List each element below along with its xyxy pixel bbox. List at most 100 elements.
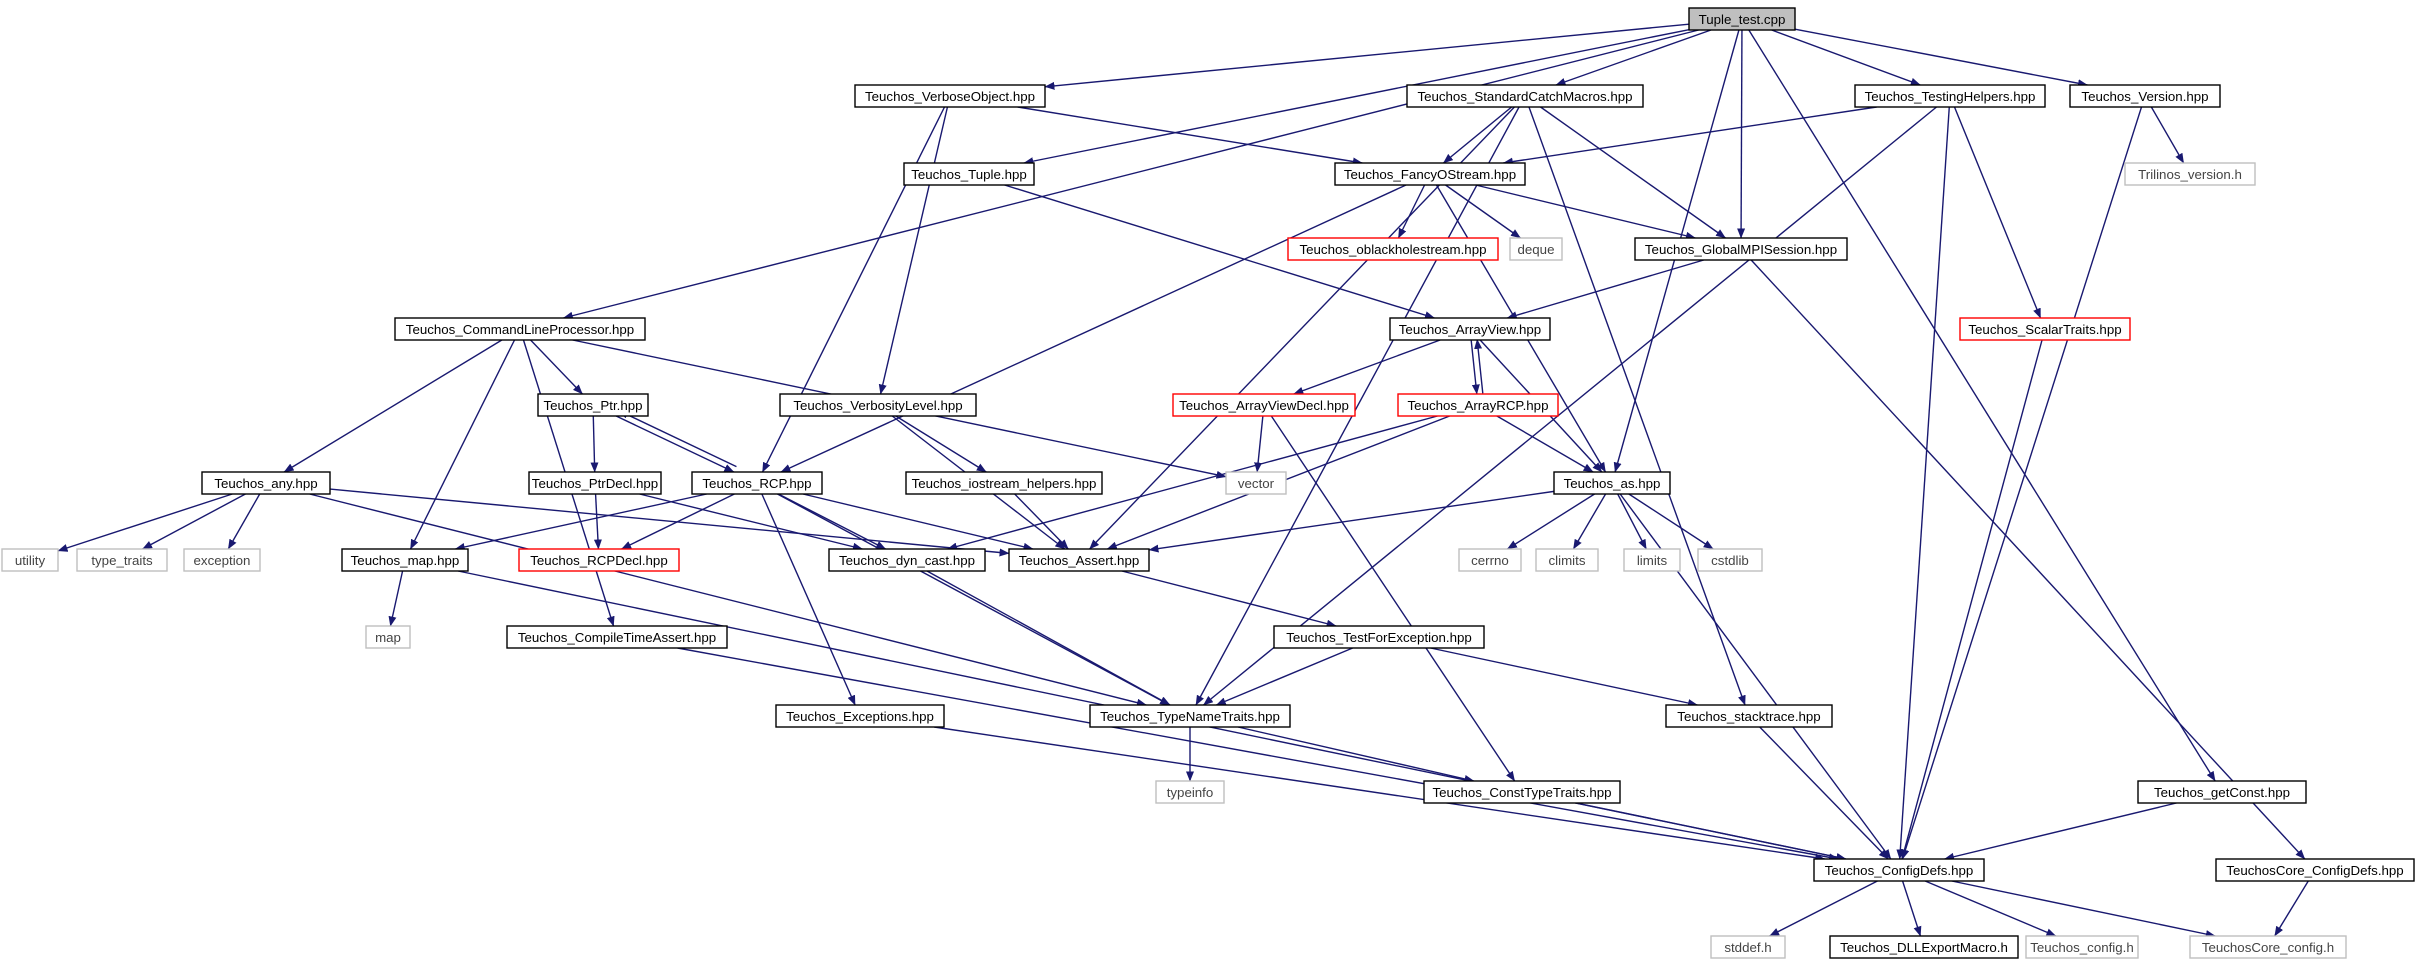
edge-get_const-to-config_defs bbox=[1944, 802, 2177, 861]
node-label: Teuchos_ConfigDefs.hpp bbox=[1825, 863, 1974, 878]
node-cmdline[interactable]: Teuchos_CommandLineProcessor.hpp bbox=[394, 317, 646, 341]
edge-testing_helpers-to-config_defs bbox=[1896, 106, 1950, 860]
node-cstdlib: cstdlib bbox=[1697, 548, 1763, 572]
node-label: Teuchos_GlobalMPISession.hpp bbox=[1645, 242, 1837, 257]
node-iostream-helpers[interactable]: Teuchos_iostream_helpers.hpp bbox=[905, 471, 1103, 495]
edge-as-to-cerrno bbox=[1507, 493, 1595, 550]
node-compile-time-assert[interactable]: Teuchos_CompileTimeAssert.hpp bbox=[506, 625, 728, 649]
node-fancy-ostream[interactable]: Teuchos_FancyOStream.hpp bbox=[1334, 162, 1526, 186]
node-box bbox=[76, 548, 168, 572]
node-rcpdecl[interactable]: Teuchos_RCPDecl.hpp bbox=[518, 548, 680, 572]
edge-test_for_exception-to-stacktrace bbox=[1430, 647, 1698, 707]
node-label: Teuchos_RCP.hpp bbox=[702, 476, 811, 491]
node-ptr[interactable]: Teuchos_Ptr.hpp bbox=[537, 393, 649, 417]
node-label: climits bbox=[1549, 553, 1586, 568]
node-standard-catch[interactable]: Teuchos_StandardCatchMacros.hpp bbox=[1406, 84, 1644, 108]
node-label: cerrno bbox=[1471, 553, 1509, 568]
node-box bbox=[779, 393, 977, 417]
node-box bbox=[1854, 84, 2046, 108]
node-label: Teuchos_CommandLineProcessor.hpp bbox=[406, 322, 634, 337]
node-box bbox=[1397, 393, 1559, 417]
node-arrayrcp[interactable]: Teuchos_ArrayRCP.hpp bbox=[1397, 393, 1559, 417]
edge-standard_catch-to-fancy_ostream bbox=[1442, 106, 1513, 164]
edge-as-to-cstdlib bbox=[1628, 493, 1714, 550]
node-global-mpi[interactable]: Teuchos_GlobalMPISession.hpp bbox=[1634, 237, 1848, 261]
node-box bbox=[828, 548, 986, 572]
node-core-config-defs[interactable]: TeuchosCore_ConfigDefs.hpp bbox=[2215, 858, 2415, 882]
edge-config_defs-to-teuchos_config bbox=[1924, 880, 2057, 937]
edge-arrayrcp-to-arrayview bbox=[1474, 338, 1484, 394]
edge-cmdline-to-any bbox=[283, 339, 503, 473]
node-box bbox=[1623, 548, 1681, 572]
node-any[interactable]: Teuchos_any.hpp bbox=[201, 471, 331, 495]
node-typename-traits[interactable]: Teuchos_TypeNameTraits.hpp bbox=[1089, 704, 1291, 728]
node-vector: vector bbox=[1225, 471, 1287, 495]
node-get-const[interactable]: Teuchos_getConst.hpp bbox=[2137, 780, 2307, 804]
node-assert[interactable]: Teuchos_Assert.hpp bbox=[1008, 548, 1150, 572]
edge-typename_traits-to-const_type_traits bbox=[1237, 726, 1475, 783]
node-dyn-cast[interactable]: Teuchos_dyn_cast.hpp bbox=[828, 548, 986, 572]
edge-any-to-utility bbox=[57, 493, 233, 552]
node-label: Teuchos_RCPDecl.hpp bbox=[530, 553, 667, 568]
edge-rcp-to-typename_traits bbox=[777, 493, 1170, 706]
node-box bbox=[905, 471, 1103, 495]
node-map-hpp[interactable]: Teuchos_map.hpp bbox=[341, 548, 469, 572]
node-as[interactable]: Teuchos_as.hpp bbox=[1553, 471, 1671, 495]
node-box bbox=[1, 548, 59, 572]
node-ptrdecl[interactable]: Teuchos_PtrDecl.hpp bbox=[528, 471, 662, 495]
node-box bbox=[528, 471, 662, 495]
node-scalar-traits[interactable]: Teuchos_ScalarTraits.hpp bbox=[1959, 317, 2131, 341]
node-label: Teuchos_ArrayView.hpp bbox=[1399, 322, 1541, 337]
edge-arrayrcp-to-dyn_cast bbox=[947, 415, 1438, 551]
node-version[interactable]: Teuchos_Version.hpp bbox=[2069, 84, 2221, 108]
node-oblackholestream[interactable]: Teuchos_oblackholestream.hpp bbox=[1287, 237, 1499, 261]
node-label: map bbox=[375, 630, 401, 645]
node-verbosity[interactable]: Teuchos_VerbosityLevel.hpp bbox=[779, 393, 977, 417]
node-label: Teuchos_config.h bbox=[2030, 940, 2134, 955]
node-label: deque bbox=[1518, 242, 1555, 257]
node-box bbox=[1089, 704, 1291, 728]
node-typeinfo: typeinfo bbox=[1155, 780, 1225, 804]
node-box bbox=[1634, 237, 1848, 261]
node-rcp[interactable]: Teuchos_RCP.hpp bbox=[691, 471, 823, 495]
edge-global_mpi-to-arrayview bbox=[1506, 259, 1704, 320]
node-label: Trilinos_version.h bbox=[2138, 167, 2242, 182]
node-tuple[interactable]: Teuchos_Tuple.hpp bbox=[903, 162, 1035, 186]
node-box bbox=[506, 625, 728, 649]
edge-global_mpi-to-core_config_defs bbox=[1750, 259, 2306, 860]
node-box bbox=[775, 704, 945, 728]
edge-any-to-typename_traits bbox=[309, 493, 1147, 707]
node-limits: limits bbox=[1623, 548, 1681, 572]
edge-verbose_object-to-rcp bbox=[761, 106, 946, 473]
node-verbose-object[interactable]: Teuchos_VerboseObject.hpp bbox=[854, 84, 1046, 108]
node-label: type_traits bbox=[91, 553, 153, 568]
node-testing-helpers[interactable]: Teuchos_TestingHelpers.hpp bbox=[1854, 84, 2046, 108]
node-const-type-traits[interactable]: Teuchos_ConstTypeTraits.hpp bbox=[1423, 780, 1621, 804]
node-test-for-exception[interactable]: Teuchos_TestForException.hpp bbox=[1273, 625, 1485, 649]
node-box bbox=[1665, 704, 1833, 728]
node-label: Teuchos_DLLExportMacro.h bbox=[1840, 940, 2008, 955]
edge-verbose_object-to-verbosity bbox=[878, 106, 949, 395]
node-box bbox=[201, 471, 331, 495]
node-box bbox=[1959, 317, 2131, 341]
node-exceptions[interactable]: Teuchos_Exceptions.hpp bbox=[775, 704, 945, 728]
edge-any-to-exception bbox=[227, 493, 261, 550]
node-label: Teuchos_ArrayRCP.hpp bbox=[1408, 398, 1549, 413]
node-box bbox=[1688, 7, 1796, 31]
edge-test_for_exception-to-typename_traits bbox=[1215, 647, 1353, 706]
node-stacktrace[interactable]: Teuchos_stacktrace.hpp bbox=[1665, 704, 1833, 728]
node-label: limits bbox=[1637, 553, 1668, 568]
edge-const_type_traits-to-config_defs bbox=[1575, 802, 1847, 861]
node-label: Teuchos_TestingHelpers.hpp bbox=[1865, 89, 2036, 104]
edge-any-to-assert bbox=[329, 488, 1010, 557]
node-box bbox=[1225, 471, 1287, 495]
edge-as-to-climits bbox=[1572, 493, 1607, 550]
node-config-defs[interactable]: Teuchos_ConfigDefs.hpp bbox=[1813, 858, 1985, 882]
node-arrayviewdecl[interactable]: Teuchos_ArrayViewDecl.hpp bbox=[1172, 393, 1356, 417]
edge-dyn_cast-to-typename_traits bbox=[926, 570, 1171, 706]
node-dll-export[interactable]: Teuchos_DLLExportMacro.h bbox=[1829, 935, 2019, 959]
node-arrayview[interactable]: Teuchos_ArrayView.hpp bbox=[1389, 317, 1551, 341]
node-label: Teuchos_ConstTypeTraits.hpp bbox=[1432, 785, 1611, 800]
node-tuple-test[interactable]: Tuple_test.cpp bbox=[1688, 7, 1796, 31]
